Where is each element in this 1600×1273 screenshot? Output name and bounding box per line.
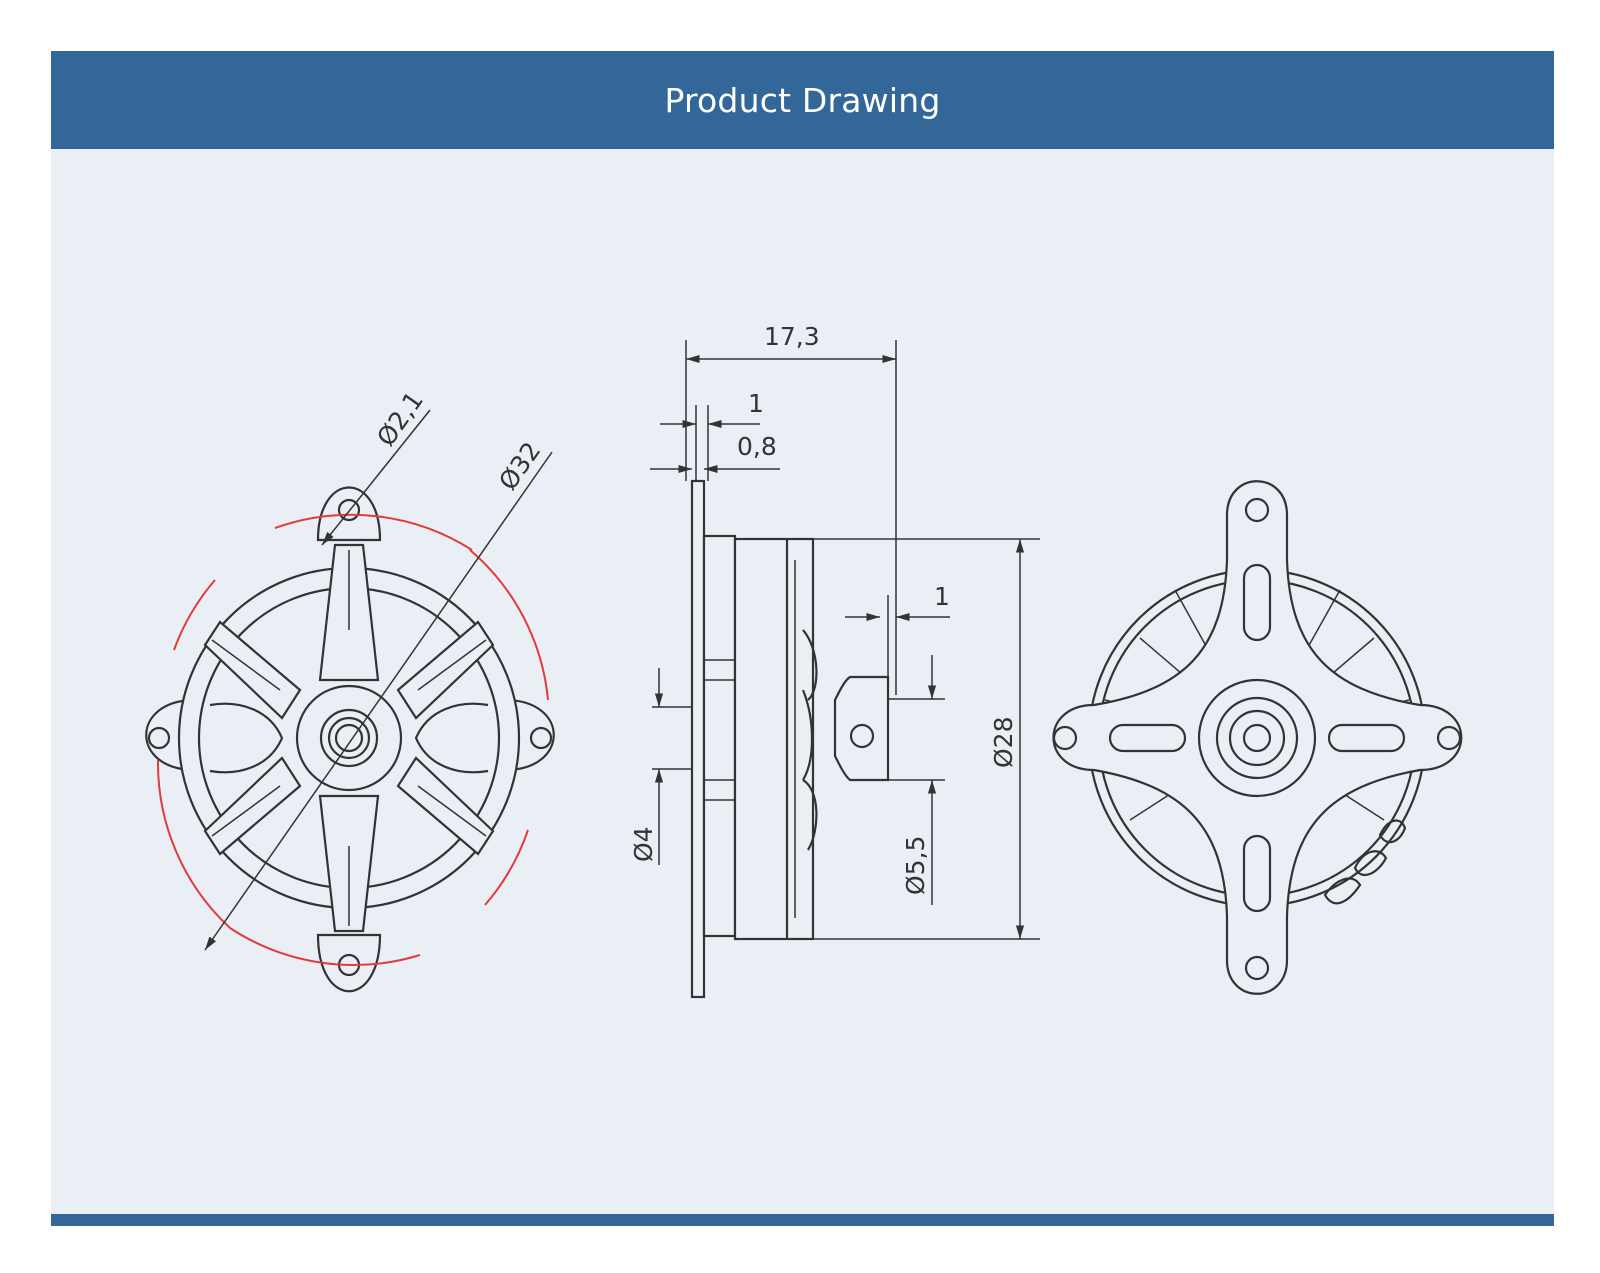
side-view: 17,3 1 0,8 1 Ø4 Ø5,5 Ø28: [629, 322, 1040, 999]
footer-bar: [51, 1214, 1554, 1226]
side-motor-body: [733, 537, 815, 941]
front-highlight-arcs: [156, 513, 549, 966]
rear-view: [1052, 480, 1463, 995]
side-collar: [833, 675, 890, 782]
side-collar-dim: Ø5,5: [901, 836, 930, 895]
side-shaft-step-dim: 1: [934, 582, 950, 611]
side-shaft-dim: Ø4: [629, 826, 658, 862]
side-flange-plate: [690, 479, 706, 999]
side-flange-thin-dim: 0,8: [737, 432, 777, 461]
front-view: Ø2,1 Ø32: [145, 386, 555, 993]
front-dia-leader: [204, 451, 553, 951]
side-body-dim: Ø28: [989, 717, 1018, 769]
page-title: Product Drawing: [664, 80, 941, 120]
front-dia-dim: Ø32: [493, 437, 546, 496]
side-flange-dim: 1: [748, 389, 764, 418]
header-banner: Product Drawing: [51, 51, 1554, 149]
front-hub: [295, 684, 403, 792]
side-length-dim: 17,3: [764, 322, 820, 351]
front-hole-leader: [321, 409, 431, 546]
front-hole-dim: Ø2,1: [371, 386, 429, 451]
side-mount-boss: [702, 534, 737, 938]
front-spokes: [203, 543, 495, 933]
